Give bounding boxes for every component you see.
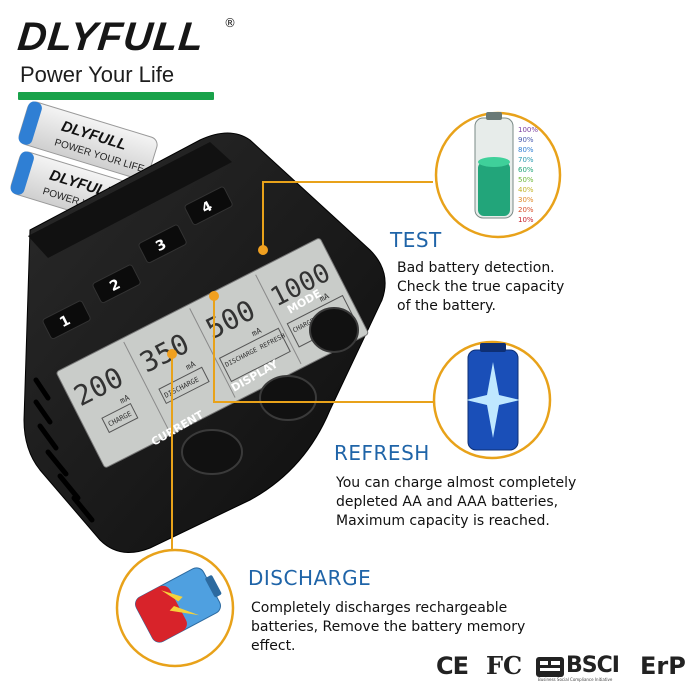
battery-spark-icon xyxy=(466,343,520,451)
refresh-line-3: Maximum capacity is reached. xyxy=(336,513,550,529)
bsci-mark-icon xyxy=(536,657,564,677)
callout-dot-refresh xyxy=(209,291,219,301)
current-button[interactable] xyxy=(181,429,243,475)
scale-30: 30% xyxy=(518,196,534,204)
test-line-1: Bad battery detection. xyxy=(397,260,555,276)
bsci-subtitle: Business Social Compliance Initiative xyxy=(538,677,613,682)
bsci-mark: BSCI xyxy=(566,653,620,678)
battery-lightning-icon xyxy=(135,567,222,643)
lightning-icon xyxy=(161,590,200,616)
slot-tab-1 xyxy=(42,300,91,340)
scale-40: 40% xyxy=(518,186,534,194)
discharge-line-3: effect. xyxy=(251,638,296,654)
spark-icon xyxy=(466,362,520,438)
callout-dot-discharge xyxy=(167,349,177,359)
battery-cap xyxy=(10,151,34,195)
certification-marks: CE FC BSCI Business Social Compliance In… xyxy=(436,651,696,685)
battery-slot-rail xyxy=(28,142,232,258)
lcd-panel: 200 mA CHARGE 350 mA DISCHARGE 500 mA DI… xyxy=(56,238,369,468)
callout-test xyxy=(262,181,433,250)
slot-tabs: 1 2 3 4 xyxy=(42,186,233,340)
test-description: Bad battery detection. Check the true ca… xyxy=(397,259,597,316)
scale-10: 10% xyxy=(518,216,534,224)
lcd-unit: mA xyxy=(118,393,131,405)
fc-mark: FC xyxy=(486,651,523,680)
scale-20: 20% xyxy=(518,206,534,214)
lcd-unit: mA xyxy=(318,291,331,303)
test-title: TEST xyxy=(390,228,442,252)
callout-dot-test xyxy=(258,245,268,255)
battery-fill xyxy=(478,162,510,216)
discharge-bubble xyxy=(115,548,235,668)
registered-mark: ® xyxy=(224,16,236,30)
test-bubble: 100% 90% 80% 70% 60% 50% 40% 30% 20% 10% xyxy=(434,111,562,239)
callout-lines xyxy=(171,181,433,555)
discharge-line-1: Completely discharges rechargeable xyxy=(251,600,508,616)
lcd-unit: mA xyxy=(250,326,263,338)
brand-logo: DLYFULL ® Power Your Life xyxy=(16,14,238,100)
mode-button[interactable] xyxy=(309,307,359,353)
scale-50: 50% xyxy=(518,176,534,184)
display-button[interactable] xyxy=(259,375,317,421)
refresh-line-2: depleted AA and AAA batteries, xyxy=(336,494,559,510)
slot-tab-3 xyxy=(138,224,187,264)
scale-100: 100% xyxy=(518,126,538,134)
test-line-2: Check the true capacity xyxy=(397,279,565,295)
discharge-description: Completely discharges rechargeable batte… xyxy=(251,599,561,656)
refresh-line-1: You can charge almost completely xyxy=(336,475,577,491)
ce-mark: CE xyxy=(436,652,469,680)
scale-90: 90% xyxy=(518,136,534,144)
scale-80: 80% xyxy=(518,146,534,154)
erp-mark: ErP xyxy=(640,652,686,680)
callout-refresh xyxy=(213,296,433,403)
battery-group: DLYFULL POWER YOUR LIFE xyxy=(18,101,158,181)
slot-tab-4 xyxy=(184,186,233,226)
brand-underline xyxy=(18,92,214,100)
scale-70: 70% xyxy=(518,156,534,164)
discharge-line-2: batteries, Remove the battery memory xyxy=(251,619,526,635)
lcd-unit: mA xyxy=(184,359,197,371)
discharge-title: DISCHARGE xyxy=(248,566,372,590)
refresh-title: REFRESH xyxy=(334,441,430,465)
vent-slits xyxy=(33,377,95,523)
brand-tagline: Power Your Life xyxy=(20,62,175,87)
battery-cap xyxy=(18,101,42,145)
slot-tab-2 xyxy=(92,264,141,304)
test-line-3: of the battery. xyxy=(397,298,496,314)
capacity-scale: 100% 90% 80% 70% 60% 50% 40% 30% 20% 10% xyxy=(518,126,538,224)
refresh-bubble xyxy=(432,340,552,460)
refresh-description: You can charge almost completely deplete… xyxy=(336,474,626,531)
battery-capacity-icon xyxy=(474,112,514,219)
scale-60: 60% xyxy=(518,166,534,174)
